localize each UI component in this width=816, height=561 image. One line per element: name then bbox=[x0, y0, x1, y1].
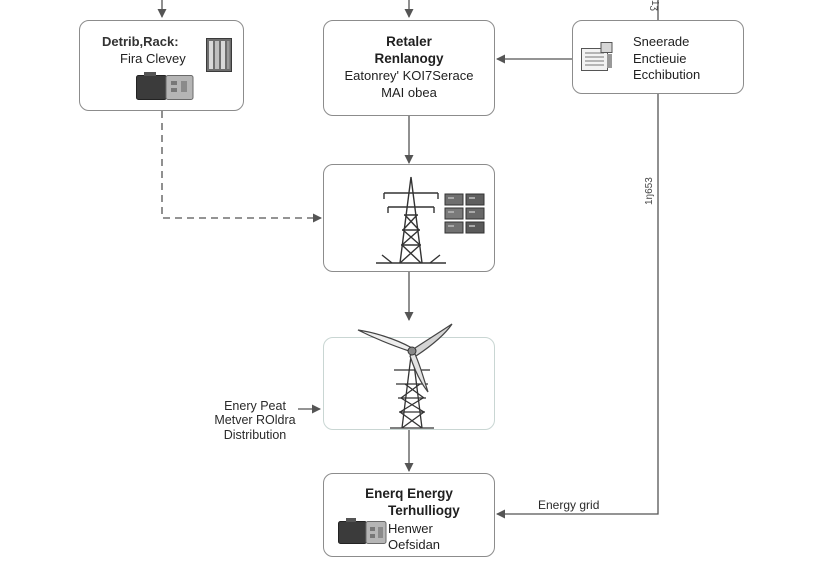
vertical-edge-label: 1ŋ653 bbox=[644, 177, 655, 205]
energy-grid-label: Energy grid bbox=[538, 498, 600, 512]
side-label-line-3: Distribution bbox=[223, 427, 287, 442]
distribution-title: Detrib,Rack: bbox=[102, 34, 179, 49]
energy-grid-line bbox=[496, 94, 659, 519]
transmission-tower-icon bbox=[376, 176, 446, 264]
side-label: Enery Peat Metver ROldra Distribution bbox=[206, 399, 304, 442]
retailer-detail-2: MAI obea bbox=[381, 85, 437, 100]
technology-title: Enerq Energy bbox=[365, 486, 453, 501]
distribution-node[interactable]: Detrib,Rack: Fira Clevey bbox=[79, 20, 244, 111]
sneerade-title: Sneerade bbox=[633, 34, 690, 49]
server-rack-icon bbox=[206, 38, 232, 72]
inverter-icon bbox=[581, 42, 613, 71]
side-label-line-2: Metver ROldra bbox=[214, 413, 296, 428]
wind-turbine-node[interactable] bbox=[323, 323, 495, 430]
dashed-arrow-distribution-to-tower bbox=[161, 111, 322, 223]
technology-detail-2: Oefsidan bbox=[388, 537, 441, 552]
retailer-detail: Eatonrey' KOI7Serace bbox=[344, 68, 474, 83]
sneerade-node[interactable]: Sneerade Enctieuie Ecchibution bbox=[572, 20, 744, 94]
retailer-subtitle: Renlanogy bbox=[374, 51, 444, 66]
battery-icon bbox=[338, 518, 387, 544]
technology-node[interactable]: Enerq Energy Terhulliogy Henwer Oefsidan bbox=[323, 473, 495, 557]
transmission-node[interactable] bbox=[323, 164, 495, 272]
sneerade-detail: Ecchibution bbox=[633, 67, 701, 82]
solar-panel-icon bbox=[444, 193, 485, 234]
distribution-subtitle: Fira Clevey bbox=[120, 51, 186, 66]
battery-icon bbox=[136, 72, 194, 100]
top-partial-label: 1ʒ bbox=[649, 0, 660, 12]
technology-detail: Henwer bbox=[388, 521, 433, 536]
technology-subtitle: Terhulliogy bbox=[388, 503, 460, 518]
retailer-node[interactable]: Retaler Renlanogy Eatonrey' KOI7Serace M… bbox=[323, 20, 495, 116]
wind-turbine-icon bbox=[357, 323, 453, 429]
side-label-line-1: Enery Peat bbox=[224, 399, 286, 413]
sneerade-subtitle: Enctieuie bbox=[633, 51, 687, 66]
retailer-title: Retaler bbox=[386, 34, 432, 49]
